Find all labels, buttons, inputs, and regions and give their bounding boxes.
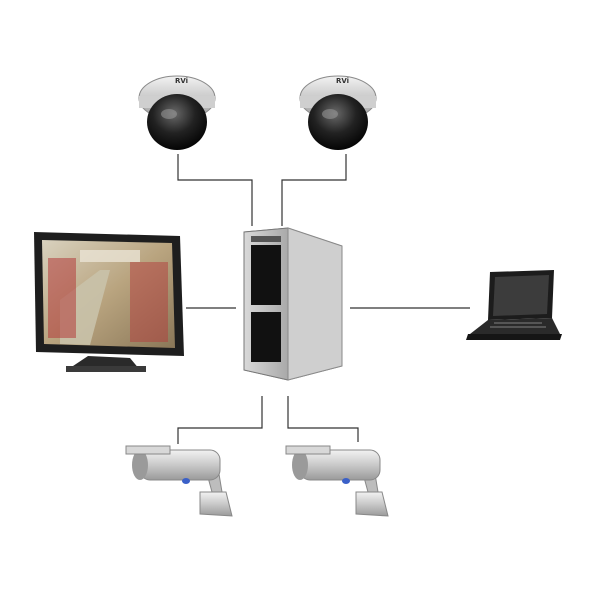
line-bullet-2-to-server: [287, 396, 359, 442]
line-bullet-1-to-server: [177, 396, 263, 444]
lcd-monitor: [34, 232, 184, 372]
dome-camera-1: RVi: [138, 75, 216, 150]
dome-camera-2: RVi: [299, 75, 377, 150]
line-dome-2-to-server: [281, 154, 347, 226]
server-drive-bay-upper: [251, 245, 281, 305]
dome-camera-1-badge: RVi: [175, 77, 188, 85]
connection-lines: [177, 154, 470, 444]
laptop: [466, 270, 562, 340]
video-server: [243, 227, 343, 381]
bullet-camera-1: [125, 445, 233, 517]
laptop-screen: [493, 275, 549, 316]
server-drive-bay-lower: [251, 312, 281, 362]
line-dome-1-to-server: [177, 154, 253, 226]
dome-camera-2-badge: RVi: [336, 77, 349, 85]
bullet-camera-2: [285, 445, 389, 517]
